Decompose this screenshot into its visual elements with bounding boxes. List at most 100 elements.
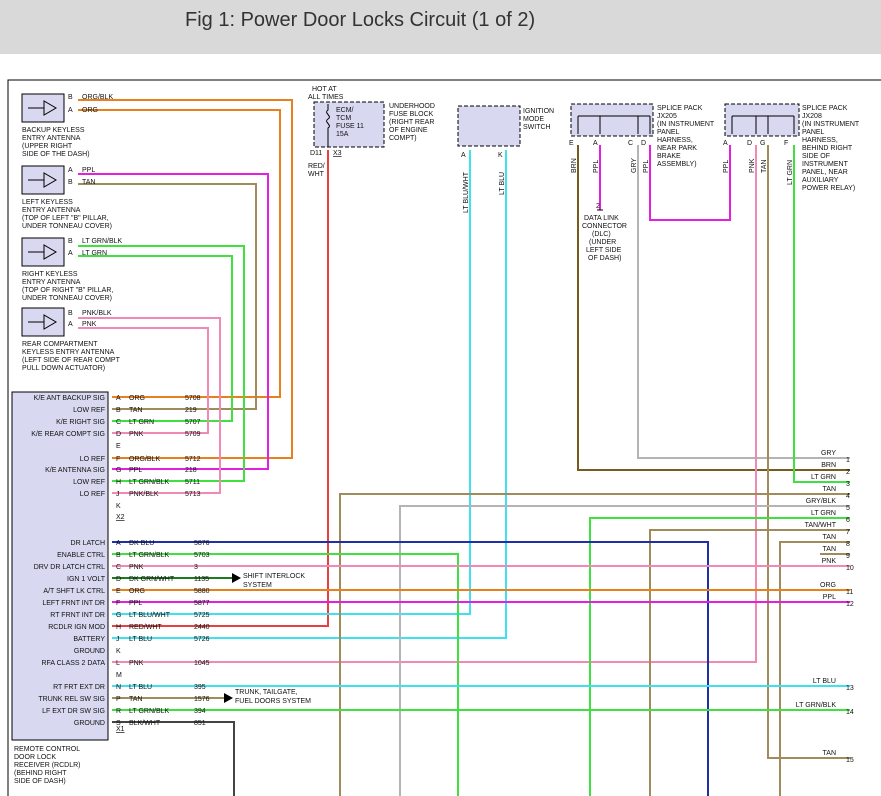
svg-text:ENTRY ANTENNA: ENTRY ANTENNA [22,279,81,286]
connector-x2: X2 [116,514,125,521]
svg-text:HARNESS,: HARNESS, [657,137,693,144]
wire-ltgrn-jx208 [793,145,850,483]
wire-lt-blu-wht [112,150,471,615]
x2-pin-color: PNK [129,431,144,438]
svg-text:ALL TIMES: ALL TIMES [308,94,344,101]
wire-tan-8 [779,541,850,796]
svg-text:A: A [68,167,73,174]
title-bar: Fig 1: Power Door Locks Circuit (1 of 2) [0,0,881,54]
edge-wire-color: TAN [823,534,836,541]
svg-text:G: G [760,140,765,147]
svg-text:K: K [498,152,503,159]
svg-text:TAN: TAN [82,179,95,186]
svg-text:RED/: RED/ [308,163,325,170]
x1-pin-letter: D [116,576,121,583]
edge-wire-color: GRY [821,450,836,457]
wires [78,99,850,796]
wire-brn [577,145,850,471]
wire-pnk-jx208 [112,145,757,663]
x1-pin-circuit: 5703 [194,552,210,559]
svg-text:COMPT): COMPT) [389,135,417,142]
x2-pin-letter: C [116,419,121,426]
x2-pin-name: LOW REF [73,407,105,414]
x1-pin-letter: A [116,540,121,547]
x2-pin-letter: F [116,456,120,463]
edge-wire-color: TAN [823,750,836,757]
diagram-frame [7,79,881,796]
svg-text:PPL: PPL [593,160,600,173]
x1-pin-color: LT GRN/BLK [129,708,170,715]
svg-text:2: 2 [596,203,600,210]
x2-pin-circuit: 5712 [185,456,201,463]
x1-pin-color: RED/WHT [129,624,162,631]
splice-pack-jx205: SPLICE PACK JX205 (IN INSTRUMENT PANEL H… [569,103,715,173]
x2-pin-letter: G [116,467,121,474]
x1-pin-color: DK GRN/WHT [129,576,175,583]
shift-interlock-note-2: SYSTEM [243,582,272,589]
x1-pin-name: DR LATCH [71,540,105,547]
edge-wire-number: 11 [846,589,853,596]
wire-org-blk [78,99,293,459]
svg-text:FUSE 11: FUSE 11 [336,123,364,130]
page-title: Fig 1: Power Door Locks Circuit (1 of 2) [185,9,536,31]
wire-ltgrn-6 [589,517,850,796]
svg-text:SIDE OF DASH): SIDE OF DASH) [14,778,66,785]
x1-pin-color: LT GRN/BLK [129,552,170,559]
x1-pin-circuit: 5725 [194,612,210,619]
edge-wire-number: 7 [846,529,850,536]
wire-dk-blu [112,541,709,796]
edge-wire-color: ORG [820,582,836,589]
x1-pin-letter: S [116,720,121,727]
x2-pin-color: TAN [129,407,142,414]
svg-text:POWER RELAY): POWER RELAY) [802,185,855,192]
svg-text:ORG/BLK: ORG/BLK [82,94,113,101]
svg-text:B: B [68,310,73,317]
x2-pin-letter: K [116,503,121,510]
svg-text:B: B [68,179,73,186]
svg-text:PNK/BLK: PNK/BLK [82,310,112,317]
svg-text:SIDE OF: SIDE OF [802,153,830,160]
x2-pin-name: LO REF [80,491,105,498]
x1-pin-color: BLK/WHT [129,720,161,727]
x1-pin-circuit: 851 [194,720,206,727]
wire-ltgrn-ant [78,255,233,422]
splice-pack-jx208: SPLICE PACK JX208 (IN INSTRUMENT PANEL H… [723,103,860,192]
svg-text:UNDERHOOD: UNDERHOOD [389,103,435,110]
x1-pin-color: ORG [129,588,145,595]
x1-pin-circuit: 5726 [194,636,210,643]
x2-pin-name: K/E REAR COMPT SIG [31,431,105,438]
svg-text:DOOR LOCK: DOOR LOCK [14,754,56,761]
svg-text:LT BLU/WHT: LT BLU/WHT [463,171,470,213]
x1-pin-letter: B [116,552,121,559]
edge-wire-number: 5 [846,505,850,512]
x2-pin-circuit: 5713 [185,491,201,498]
svg-text:SPLICE PACK: SPLICE PACK [802,105,848,112]
x1-pin-circuit: 5880 [194,588,210,595]
svg-text:HARNESS,: HARNESS, [802,137,838,144]
edge-wire-color: TAN [823,486,836,493]
x2-pin-name: K/E RIGHT SIG [56,419,105,426]
svg-text:LT GRN: LT GRN [82,250,107,257]
x1-pin-circuit: 5877 [194,600,210,607]
edge-wire-color: LT GRN [811,510,836,517]
x1-pin-circuit: 5876 [194,540,210,547]
ignition-mode-switch: IGNITION MODE SWITCH A K LT BLU/WHT LT B… [457,105,554,213]
wire-gry [637,145,850,459]
x1-pin-name: IGN 1 VOLT [67,576,106,583]
edge-wire-number: 2 [846,469,850,476]
x1-pin-color: LT BLU [129,636,152,643]
svg-text:(IN INSTRUMENT: (IN INSTRUMENT [657,121,715,128]
edge-wire-color: PPL [823,594,836,601]
svg-text:ENTRY ANTENNA: ENTRY ANTENNA [22,135,81,142]
svg-text:(LEFT SIDE OF REAR COMPT: (LEFT SIDE OF REAR COMPT [22,357,121,364]
svg-text:CONNECTOR: CONNECTOR [582,223,627,230]
svg-text:B: B [68,238,73,245]
edge-wire-number: 1 [846,457,850,464]
x1-pin-circuit: 1576 [194,696,210,703]
svg-text:BEHIND RIGHT: BEHIND RIGHT [802,145,853,152]
x2-pin-name: LO REF [80,456,105,463]
svg-text:A: A [723,140,728,147]
x1-pin-letter: M [116,672,122,679]
x1-pin-circuit: 1135 [194,576,209,583]
